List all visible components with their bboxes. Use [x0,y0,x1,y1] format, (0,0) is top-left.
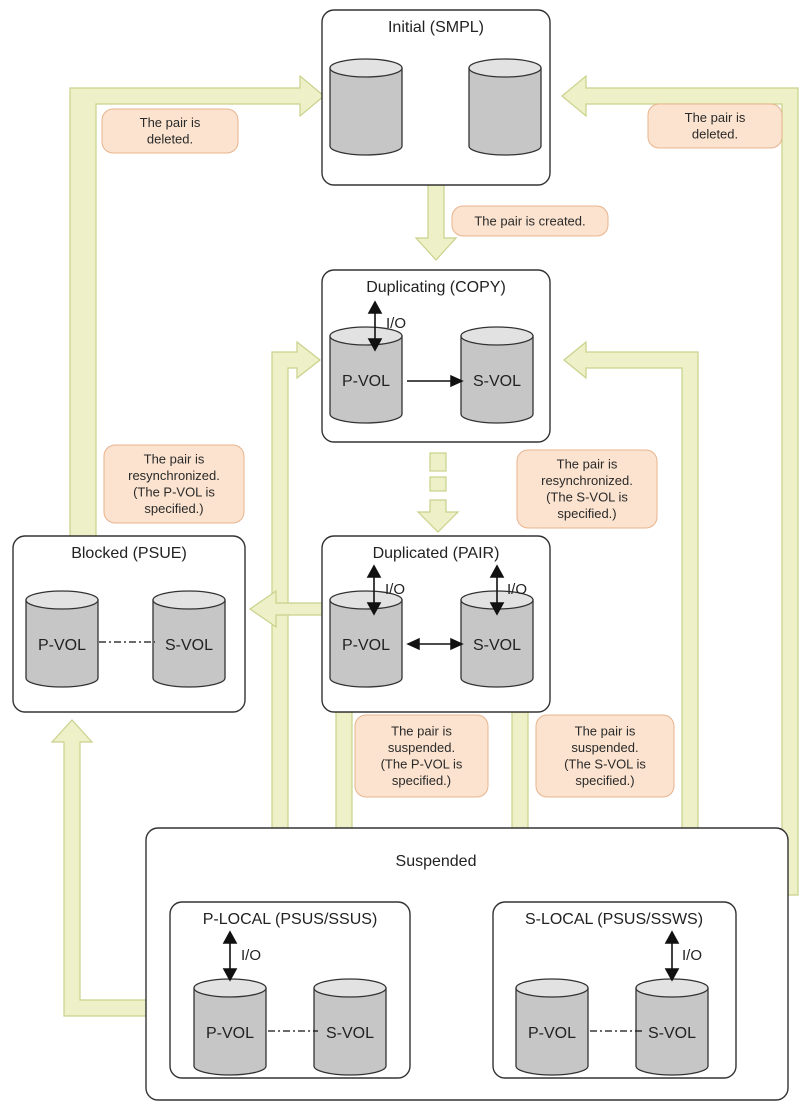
transition-label-line: specified.) [575,773,634,788]
volume-initial-right [468,58,542,156]
transition-label-line: suspended. [571,740,638,755]
arrow-slocal-to-duplicating [563,340,699,896]
transition-label-line: The pair is [144,452,205,467]
volume-cylinders: P-VOL S-VOL P-VOL S-VOL P-VOL S-VOL P-VOL S-VOL… [25,58,709,1076]
volume-s-local-svol: S-VOL [635,978,709,1076]
state-s-local-title: S-LOCAL (PSUS/SSWS) [525,911,703,928]
transition-label-deleted-left: The pair is deleted. [101,108,239,154]
io-label-duplicated-svol: I/O [507,581,527,598]
state-duplicated-title: Duplicated (PAIR) [373,545,500,562]
volume-blocked-svol: S-VOL [152,590,226,688]
arrow-suspended-to-blocked [50,719,147,1017]
arrow-copy-dash-2 [429,476,447,492]
io-arrows [222,300,680,982]
pair-link-arrowhead-right [450,637,464,651]
transition-label-line: specified.) [557,506,616,521]
io-arrow-duplicating-pvol [367,300,383,352]
io-arrow-s-local-svol [664,930,680,982]
arrow-initial-to-duplicating [414,184,458,261]
state-blocked-title: Blocked (PSUE) [71,545,187,562]
transition-label-created: The pair is created. [451,205,609,237]
pair-link-arrowhead-left [406,637,420,651]
volume-duplicated-pvol: P-VOL [329,590,403,688]
arrow-copy-dash-1 [429,452,447,472]
arrow-blocked-to-initial [69,74,325,538]
io-label-s-local: I/O [682,947,702,964]
transition-label-line: (The P-VOL is [381,757,463,772]
transition-label-line: (The S-VOL is [546,490,628,505]
state-suspended-title: Suspended [396,853,477,870]
volume-label-s-local-svol: S-VOL [648,1025,696,1042]
copy-link-arrowhead [450,374,464,388]
transition-label-line: The pair is [140,115,201,130]
volume-s-local-pvol: P-VOL [515,978,589,1076]
transition-label-line: (The P-VOL is [133,485,215,500]
volume-label-duplicating-svol: S-VOL [473,373,521,390]
io-arrow-p-local-pvol [222,930,238,982]
transition-label-line: suspended. [388,740,455,755]
state-p-local-title: P-LOCAL (PSUS/SSUS) [203,911,378,928]
volume-label-duplicated-svol: S-VOL [473,637,521,654]
io-label-duplicated-pvol: I/O [385,581,405,598]
io-label-duplicating: I/O [386,315,406,332]
transition-label-line: resynchronized. [541,473,633,488]
transition-label-line: specified.) [392,773,451,788]
volume-label-blocked-pvol: P-VOL [38,637,86,654]
transition-label-line: (The S-VOL is [564,757,646,772]
transition-label-line: The pair is [575,724,636,739]
transition-label-line: deleted. [147,132,193,147]
volume-p-local-pvol: P-VOL [193,978,267,1076]
io-arrow-duplicated-svol [489,564,505,616]
transition-label-line: The pair is [391,724,452,739]
transition-label-line: deleted. [692,127,738,142]
state-duplicating-title: Duplicating (COPY) [366,279,506,296]
volume-label-s-local-pvol: P-VOL [528,1025,576,1042]
transition-label-line: The pair is [557,457,618,472]
volume-links [99,374,642,1032]
volume-initial-left [329,58,403,156]
transition-label-line: The pair is created. [474,213,585,228]
transition-label-deleted-right: The pair is deleted. [647,103,783,149]
volume-duplicating-svol: S-VOL [460,326,534,424]
transition-label-line: specified.) [144,501,203,516]
io-label-p-local: I/O [241,947,261,964]
volume-label-duplicating-pvol: P-VOL [342,373,390,390]
transition-label-line: The pair is [685,110,746,125]
volume-p-local-svol: S-VOL [313,978,387,1076]
volume-label-blocked-svol: S-VOL [165,637,213,654]
volume-duplicated-svol: S-VOL [460,590,534,688]
transition-arrows [50,74,799,1017]
volume-label-p-local-pvol: P-VOL [206,1025,254,1042]
arrow-duplicated-to-blocked [248,589,323,629]
state-initial-title: Initial (SMPL) [388,19,484,36]
volume-label-duplicated-pvol: P-VOL [342,637,390,654]
transition-label-line: resynchronized. [128,468,220,483]
arrow-duplicating-to-duplicated [416,499,460,533]
volume-label-p-local-svol: S-VOL [326,1025,374,1042]
arrow-plocal-to-duplicating [271,340,321,896]
volume-blocked-pvol: P-VOL [25,590,99,688]
io-arrow-duplicated-pvol [366,564,382,616]
volume-duplicating-pvol: P-VOL [329,326,403,424]
